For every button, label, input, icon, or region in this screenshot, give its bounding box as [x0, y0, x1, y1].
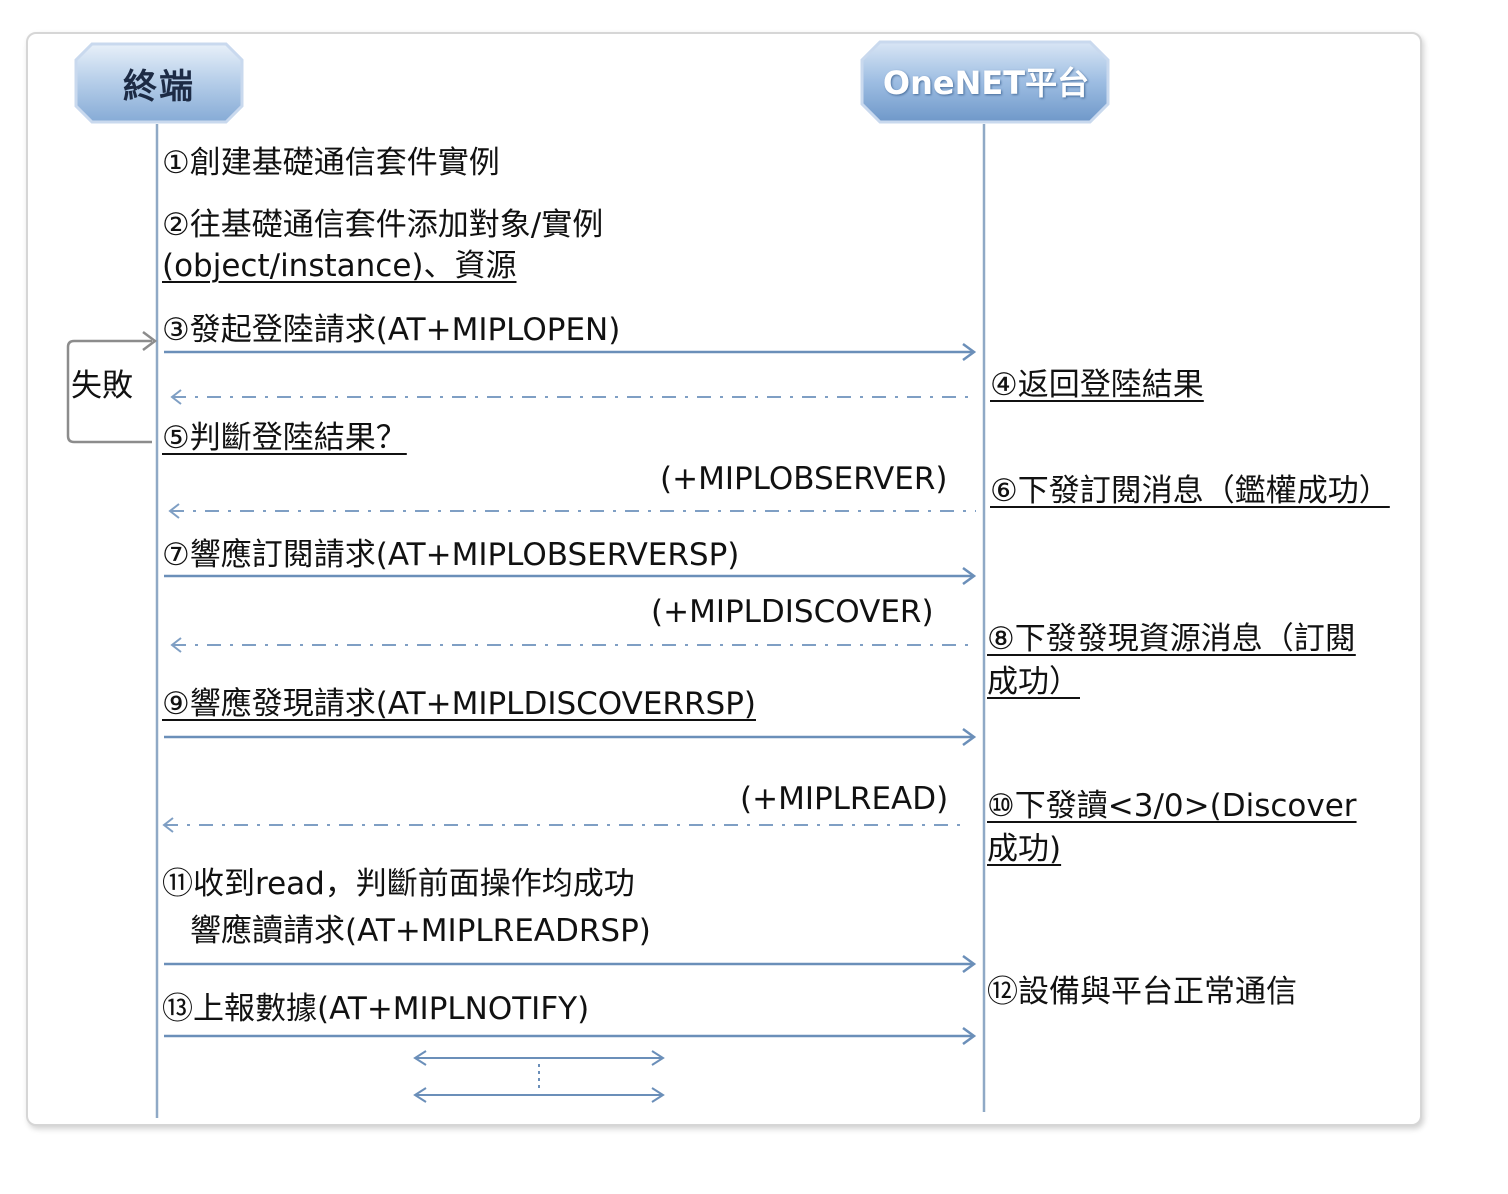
step-5-label: ⑤判斷登陸結果？ [162, 420, 407, 456]
arrow-login-request [164, 342, 977, 362]
read-command-label: (+MIPLREAD) [740, 781, 949, 817]
step-6-label: ⑥下發訂閱消息（鑑權成功） [990, 473, 1390, 509]
arrow-login-result [170, 389, 976, 405]
step-8-label-line1: ⑧下發發現資源消息（訂閱 [987, 621, 1356, 657]
failure-label: 失敗 [71, 368, 133, 404]
step-11-label-line1: ⑪收到read，判斷前面操作均成功 [162, 866, 635, 902]
platform-title: OneNET平台 [882, 64, 1090, 102]
step-12-label: ⑫設備與平台正常通信 [987, 974, 1297, 1010]
arrow-observe-request [168, 503, 976, 519]
terminal-title: 終端 [123, 66, 195, 107]
step-9-label: ⑨響應發現請求(AT+MIPLDISCOVERRSP) [162, 686, 756, 722]
step-13-label: ⑬上報數據(AT+MIPLNOTIFY) [162, 991, 590, 1027]
step-10-label-line2: 成功) [987, 831, 1062, 867]
arrow-notify [164, 1026, 977, 1046]
platform-header-box [860, 40, 1110, 124]
arrow-read-response [164, 954, 977, 974]
repeat-exchange-arrows [413, 1050, 665, 1103]
step-4-label: ④返回登陸結果 [990, 367, 1204, 403]
observe-command-label: (+MIPLOBSERVER) [660, 461, 948, 497]
failure-loop-bracket [66, 339, 152, 444]
step-11-label-line2: 響應讀請求(AT+MIPLREADRSP) [190, 913, 651, 949]
arrow-discover-response [164, 727, 977, 747]
step-1-label: ①創建基礎通信套件實例 [162, 145, 500, 181]
step-7-label: ⑦響應訂閱請求(AT+MIPLOBSERVERSP) [162, 537, 740, 573]
step-2-label-line2: (object/instance)、資源 [162, 248, 517, 284]
step-3-label: ③發起登陸請求(AT+MIPLOPEN) [162, 312, 621, 348]
diagram-frame [26, 32, 1422, 1126]
terminal-header-box [74, 42, 244, 124]
discover-command-label: (+MIPLDISCOVER) [651, 594, 934, 630]
arrow-observe-response [164, 566, 977, 586]
arrow-read-request [162, 817, 966, 833]
step-2-label-line1: ②往基礎通信套件添加對象/實例 [162, 207, 604, 243]
failure-loop-arrowhead [142, 331, 158, 351]
step-10-label-line1: ⑩下發讀<3/0>(Discover [987, 788, 1357, 824]
arrow-discover-request [170, 637, 976, 653]
step-8-label-line2: 成功） [987, 664, 1080, 700]
